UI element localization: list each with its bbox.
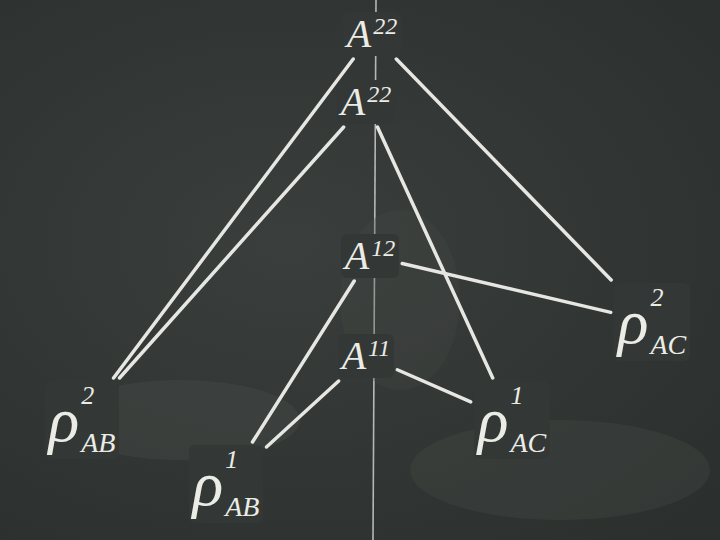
density-matrix: ρ2AC	[614, 283, 691, 361]
chalk-connector	[396, 59, 611, 280]
rho-symbol: ρ	[49, 388, 80, 452]
superscript-index: 11	[368, 336, 390, 360]
index-stack: 1AC	[510, 383, 546, 457]
chalk-connector	[397, 370, 470, 402]
chalk-connector	[402, 264, 611, 313]
matrix-symbol: A	[341, 82, 365, 122]
chalk-connector	[266, 381, 338, 447]
subscript-label: AC	[510, 429, 546, 457]
matrix-element: A11	[338, 334, 395, 378]
matrix-symbol: A	[347, 14, 371, 54]
index-stack: 2AC	[650, 285, 686, 359]
density-matrix: ρ1AC	[474, 381, 551, 459]
rho-symbol: ρ	[618, 290, 649, 354]
matrix-symbol: A	[342, 336, 366, 376]
matrix-element: A22	[337, 80, 395, 124]
matrix-symbol: A	[345, 236, 369, 276]
superscript-index: 22	[367, 82, 391, 106]
superscript-index: 1	[225, 447, 259, 473]
superscript-index: 22	[373, 14, 397, 38]
index-stack: 1AB	[225, 447, 259, 521]
matrix-element: A22	[343, 12, 401, 56]
superscript-index: 12	[371, 236, 395, 260]
subscript-label: AC	[650, 331, 686, 359]
superscript-index: 2	[650, 285, 686, 311]
rho-symbol: ρ	[478, 388, 509, 452]
density-matrix: ρ2AB	[45, 381, 120, 459]
density-matrix: ρ1AB	[189, 445, 264, 523]
chalk-connector	[120, 127, 344, 378]
matrix-element: A12	[341, 234, 399, 278]
subscript-label: AB	[225, 493, 259, 521]
chalk-connector	[114, 59, 354, 378]
superscript-index: 1	[510, 383, 546, 409]
superscript-index: 2	[81, 383, 115, 409]
rho-symbol: ρ	[193, 452, 224, 516]
index-stack: 2AB	[81, 383, 115, 457]
subscript-label: AB	[81, 429, 115, 457]
chalk-smudge	[410, 420, 710, 520]
chalk-smudge	[340, 210, 460, 390]
